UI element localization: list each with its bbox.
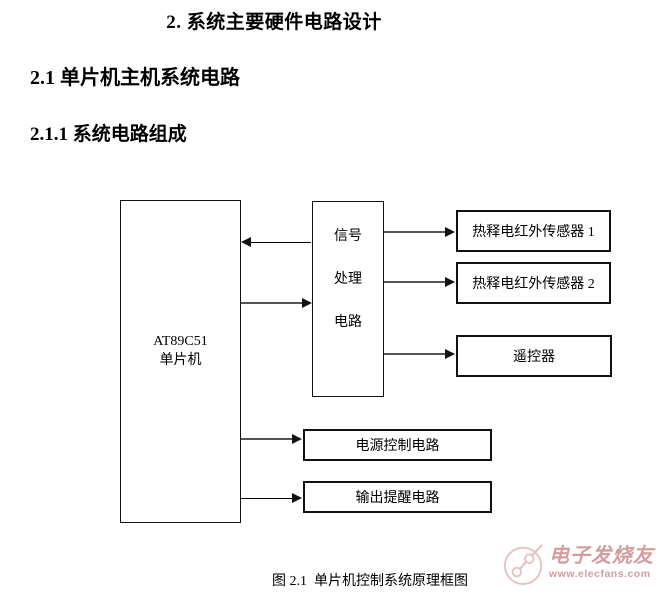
block-mcu: AT89C51 单片机 [120, 200, 241, 523]
block-power-control: 电源控制电路 [303, 429, 492, 461]
block-signal-label: 信号 处理 电路 [313, 202, 383, 358]
block-signal-label-line3: 电路 [334, 315, 362, 330]
block-output-alert: 输出提醒电路 [303, 481, 492, 513]
arrow-right-head-icon [445, 227, 455, 237]
arrow-signal-to-sensor1 [384, 225, 455, 239]
arrow-signal-to-remote [384, 347, 455, 361]
arrow-shaft [384, 353, 446, 355]
block-pir-sensor-2: 热释电红外传感器 2 [456, 262, 611, 304]
block-pir-sensor-1-label: 热释电红外传感器 1 [472, 225, 595, 240]
block-mcu-label-line1: AT89C51 [153, 334, 208, 350]
elecfans-watermark: 电子发烧友 www.elecfans.com [503, 536, 659, 590]
block-signal-processing: 信号 处理 电路 [312, 201, 384, 397]
arrow-shaft [241, 302, 303, 304]
block-mcu-label-line2: 单片机 [159, 352, 202, 368]
subsection-heading-2-1-1: 2.1.1 系统电路组成 [30, 124, 187, 145]
block-remote-control-label: 遥控器 [513, 350, 555, 365]
arrow-mcu-to-power [241, 432, 302, 446]
arrow-right-head-icon [445, 349, 455, 359]
figure-caption: 图 2.1 单片机控制系统原理框图 [272, 574, 468, 589]
elecfans-url-text: www.elecfans.com [549, 568, 651, 581]
arrow-shaft [241, 438, 293, 440]
arrow-right-head-icon [302, 298, 312, 308]
arrow-shaft [241, 498, 293, 499]
section-heading-2-1: 2.1 单片机主机系统电路 [30, 67, 240, 89]
arrow-mcu-to-output [241, 491, 302, 505]
block-power-control-label: 电源控制电路 [355, 439, 440, 454]
elecfans-logo-icon [503, 544, 543, 585]
block-signal-label-line2: 处理 [334, 272, 362, 287]
arrow-right-head-icon [445, 277, 455, 287]
block-pir-sensor-1: 热释电红外传感器 1 [456, 210, 611, 252]
arrow-mcu-to-signal [241, 296, 312, 310]
arrow-right-head-icon [292, 434, 302, 444]
block-signal-label-line1: 信号 [334, 229, 362, 244]
arrow-shaft [384, 231, 446, 233]
arrow-shaft [384, 281, 446, 283]
elecfans-brand-text: 电子发烧友 [549, 545, 654, 568]
arrow-shaft [250, 242, 311, 243]
arrow-left-head-icon [241, 237, 251, 247]
arrow-right-head-icon [292, 493, 302, 503]
elecfans-watermark-text: 电子发烧友 www.elecfans.com [549, 546, 654, 580]
block-pir-sensor-2-label: 热释电红外传感器 2 [472, 277, 595, 292]
page-title: 2. 系统主要硬件电路设计 [166, 12, 382, 33]
block-output-alert-label: 输出提醒电路 [355, 491, 440, 506]
block-remote-control: 遥控器 [456, 335, 612, 377]
arrow-signal-to-mcu [241, 235, 311, 249]
arrow-signal-to-sensor2 [384, 275, 455, 289]
